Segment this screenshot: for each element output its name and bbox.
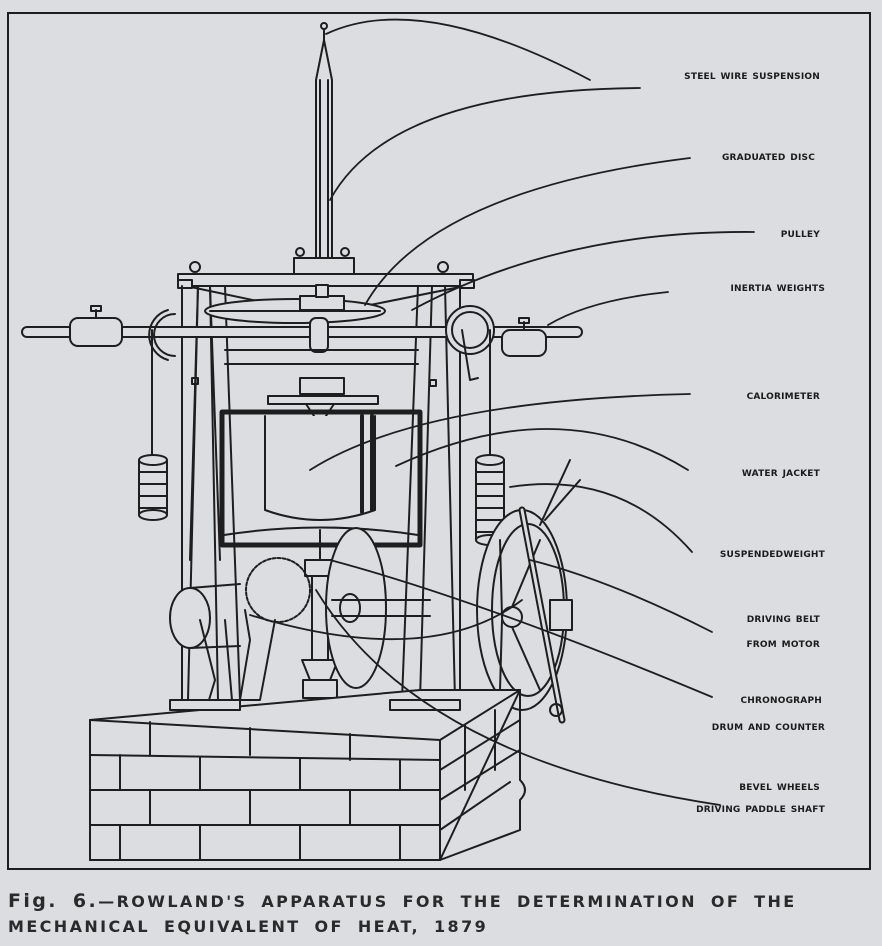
pulleys [148, 305, 495, 381]
inertia-weights-bar [21, 305, 583, 357]
label-bevel-wheels-line2: Driving Paddle Shaft [696, 801, 825, 816]
label-driving-belt-line1: Driving Belt [746, 611, 820, 626]
label-graduated-disc: Graduated Disc [721, 149, 815, 164]
right-post [401, 285, 461, 701]
water-jacket [219, 409, 423, 548]
mid-crossbar [224, 349, 419, 365]
leader-calorimeter [309, 393, 691, 471]
figure-caption: Fig. 6.—ROWLAND'S APPARATUS FOR THE DETE… [8, 889, 874, 939]
driving-belt [249, 599, 523, 641]
caption-figure-number: Fig. 6. [8, 890, 99, 912]
leader-steel-wire [325, 18, 591, 81]
label-chronograph-line1: Chronograph [740, 692, 822, 707]
leader-driving-belt [529, 559, 713, 633]
suspended-weights [138, 329, 505, 546]
label-inertia-weights: Inertia Weights [730, 280, 825, 295]
chronograph-drum [245, 527, 431, 689]
leader-bevel-wheels [315, 589, 721, 806]
leader-lines [249, 18, 755, 806]
caption-title-part-1: —ROWLAND'S APPARATUS FOR THE DETERMINATI… [98, 892, 797, 911]
graduated-disc [204, 284, 386, 324]
calorimeter [264, 414, 376, 521]
leader-water-jacket [395, 428, 689, 471]
leader-graduated-disc [329, 87, 641, 201]
label-calorimeter: Calorimeter [746, 388, 820, 403]
leader-inertia-weights [547, 291, 669, 326]
label-driving-belt-line2: From Motor [746, 636, 820, 651]
steel-wire-suspension [293, 22, 355, 283]
label-suspended-weight: SuspendedWeight [719, 546, 825, 561]
label-steel-wire-suspension: Steel Wire Suspension [684, 68, 820, 83]
label-pulley: Pulley [780, 226, 820, 241]
label-water-jacket: Water Jacket [741, 465, 820, 480]
caption-line-2: MECHANICAL EQUIVALENT OF HEAT, 1879 [8, 917, 489, 936]
label-bevel-wheels-line1: Bevel Wheels [739, 779, 820, 794]
leader-pulley [411, 231, 755, 311]
caption-line-1: Fig. 6.—ROWLAND'S APPARATUS FOR THE DETE… [8, 889, 874, 914]
brick-base [89, 689, 526, 861]
figure-frame [7, 12, 871, 870]
paddle-shaft [301, 529, 339, 699]
leader-suspended-weight [509, 483, 693, 553]
driving-wheel [476, 459, 581, 724]
leader-graduated-disc-2 [364, 157, 691, 306]
label-chronograph-line2: Drum and Counter [711, 719, 825, 734]
calorimeter-hanger [267, 377, 379, 426]
